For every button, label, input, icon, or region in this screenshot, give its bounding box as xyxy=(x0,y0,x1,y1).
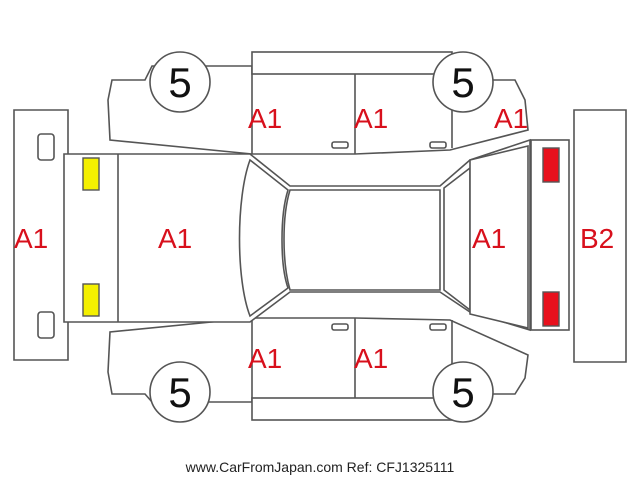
rear-light-bottom-red-marker xyxy=(542,291,560,327)
label-rear-bumper: B2 xyxy=(580,223,614,254)
trunk-lid xyxy=(469,144,529,330)
front-bumper xyxy=(13,109,69,361)
right-front-door-handle xyxy=(331,323,349,331)
tire-right-rear-value: 5 xyxy=(451,369,474,416)
label-hood: A1 xyxy=(158,223,192,254)
tire-left-rear-value: 5 xyxy=(451,59,474,106)
left-rear-door-handle xyxy=(429,141,447,149)
tire-right-front-value: 5 xyxy=(168,369,191,416)
front-light-bottom-yellow-marker xyxy=(82,283,100,317)
label-right-rear-door: A1 xyxy=(354,343,388,374)
rear-light-top-red-marker xyxy=(542,147,560,183)
footer-reference: www.CarFromJapan.com Ref: CFJ1325111 xyxy=(185,459,455,475)
right-roof-rail xyxy=(251,397,453,421)
tire-right-rear: 5 xyxy=(432,361,494,423)
front-bumper-vent-bottom xyxy=(37,311,55,339)
tire-right-front: 5 xyxy=(149,361,211,423)
right-rear-door-handle xyxy=(429,323,447,331)
label-right-front-door: A1 xyxy=(248,343,282,374)
rear-bumper xyxy=(573,109,627,363)
tire-left-front-value: 5 xyxy=(168,59,191,106)
label-left-rear-quarter: A1 xyxy=(494,103,528,134)
label-front-bumper: A1 xyxy=(14,223,48,254)
roof xyxy=(283,189,441,291)
label-left-rear-door: A1 xyxy=(354,103,388,134)
windshield xyxy=(238,158,289,318)
tire-left-rear: 5 xyxy=(432,51,494,113)
left-front-door-handle xyxy=(331,141,349,149)
label-left-front-door: A1 xyxy=(248,103,282,134)
tire-left-front: 5 xyxy=(149,51,211,113)
rear-window xyxy=(443,166,471,312)
label-trunk: A1 xyxy=(472,223,506,254)
front-bumper-vent-top xyxy=(37,133,55,161)
front-light-top-yellow-marker xyxy=(82,157,100,191)
left-roof-rail xyxy=(251,51,453,75)
